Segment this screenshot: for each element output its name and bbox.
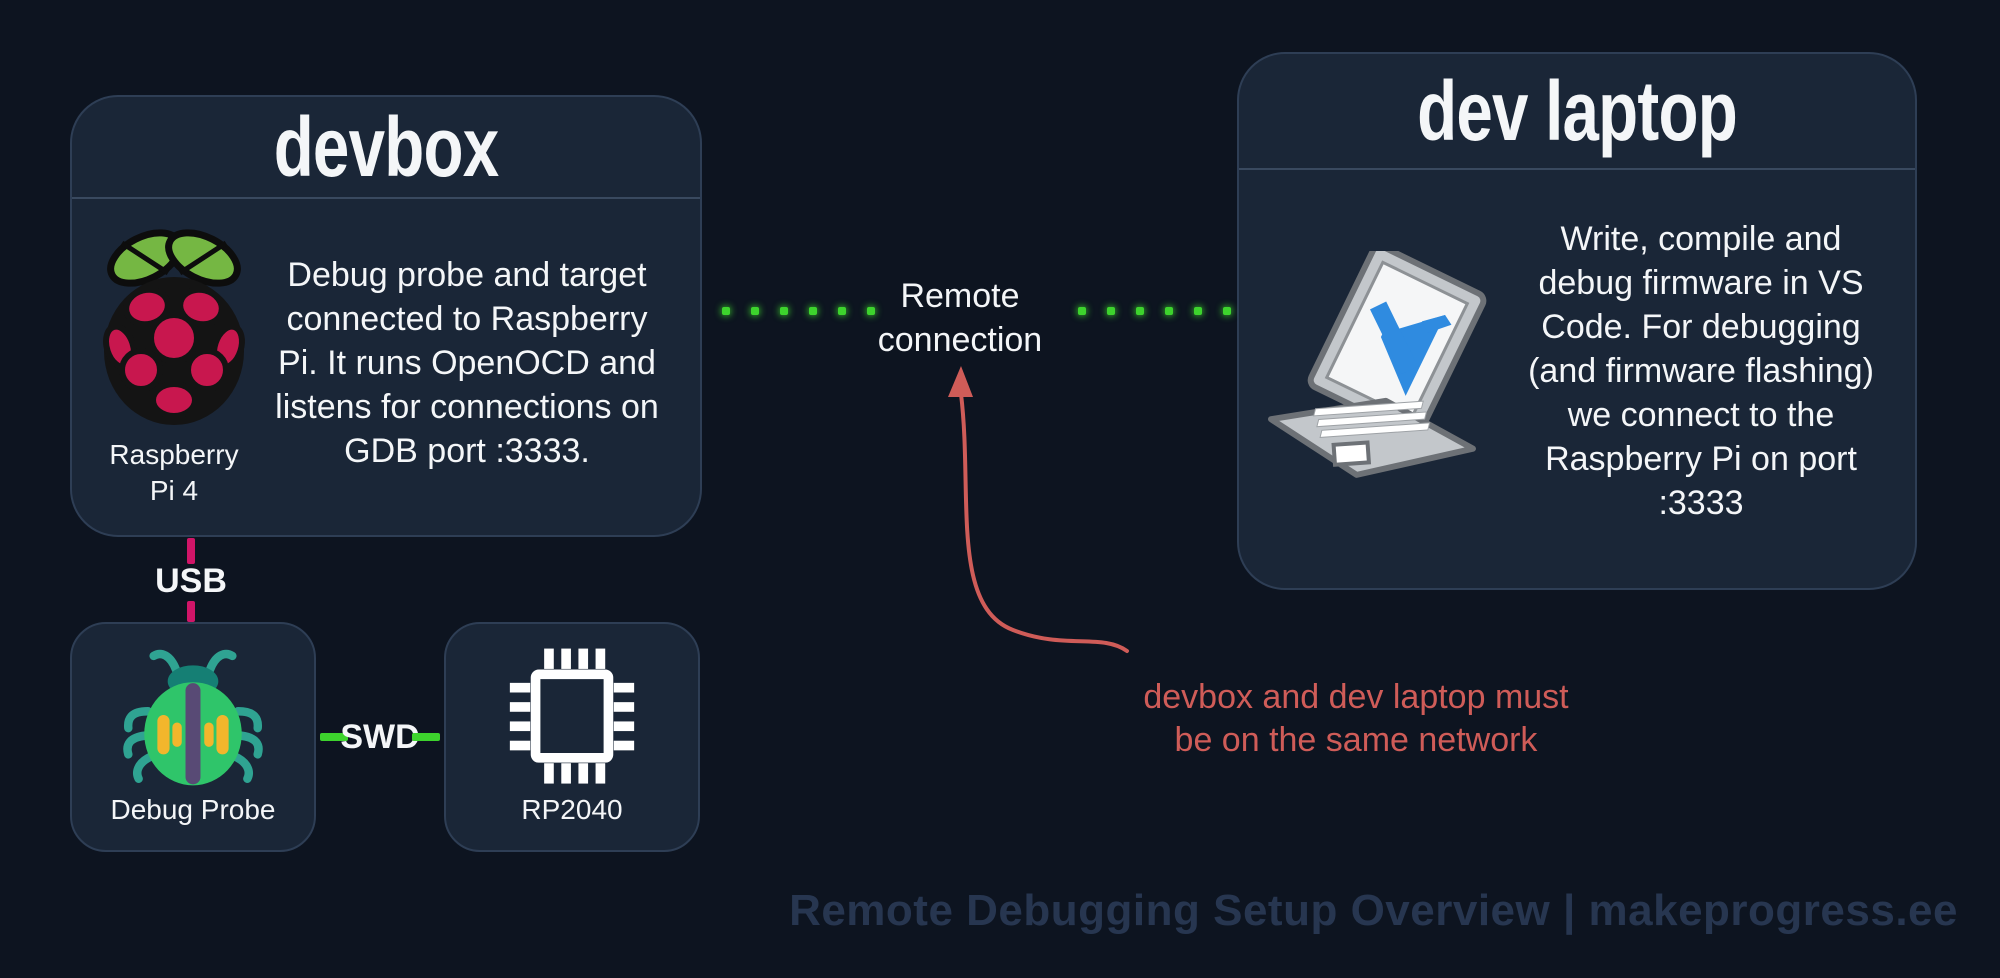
raspberry-pi-label: Raspberry Pi 4 [109,439,239,506]
dev-laptop-description: Write, compile and debug firmware in VS … [1528,220,1874,522]
devbox-card-body: Raspberry Pi 4 Debug probe and target co… [72,199,700,535]
rp2040-label: RP2040 [521,794,623,825]
swd-link-label: SWD [340,718,420,756]
raspberry-pi-icon [103,229,245,425]
dev-laptop-card: dev laptop [1237,52,1917,590]
debug-probe-label: Debug Probe [110,794,276,825]
footer-watermark: Remote Debugging Setup Overview | makepr… [789,886,1958,935]
usb-line-bottom-segment [187,601,195,622]
devbox-card-header: devbox [72,97,700,199]
dev-laptop-card-body: Write, compile and debug firmware in VS … [1239,170,1915,588]
remote-connection-label: Remote connection [877,277,1043,359]
devbox-description: Debug probe and target connected to Rasp… [275,256,659,470]
swd-line-right-dash [412,733,440,741]
raspberry-pi-column: Raspberry Pi 4 [94,217,254,509]
usb-line-top-segment [187,538,195,564]
devbox-card: devbox [70,95,702,537]
bug-icon [123,649,263,786]
chip-icon [509,648,635,784]
dev-laptop-card-header: dev laptop [1239,54,1915,170]
network-note-text: devbox and dev laptop must be on the sam… [1143,678,1569,759]
debug-probe-box: Debug Probe [70,622,316,852]
vscode-laptop-icon [1268,251,1487,478]
remote-dotted-line-left [722,307,896,315]
usb-link-label: USB [155,562,227,600]
swd-line-left-dash [320,733,348,741]
dev-laptop-title: dev laptop [1417,63,1738,158]
remote-dotted-line-right [1078,307,1252,315]
devbox-title: devbox [273,99,499,194]
rp2040-box: RP2040 [444,622,700,852]
laptop-column [1253,251,1503,491]
